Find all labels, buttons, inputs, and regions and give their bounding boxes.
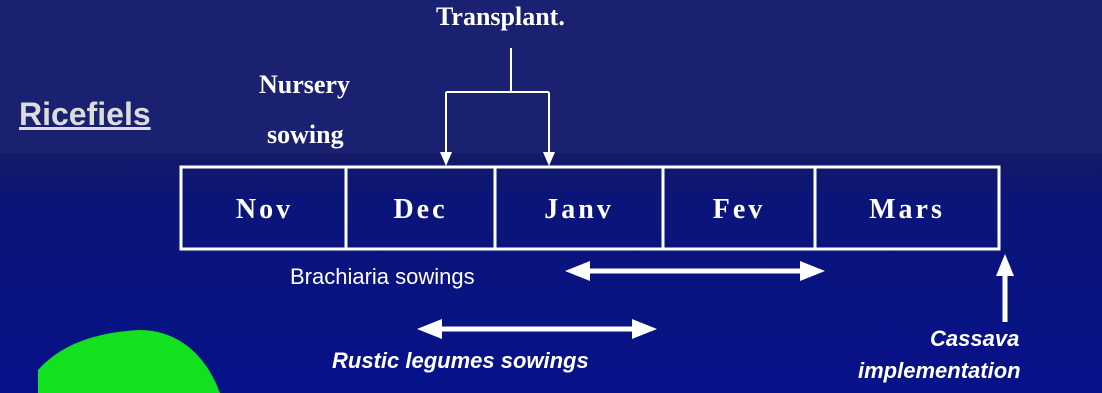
nursery-label-line1: Nursery	[259, 70, 350, 100]
legumes-label: Rustic legumes sowings	[332, 348, 589, 374]
month-cell-nov: Nov	[183, 190, 346, 230]
month-cell-dec: Dec	[346, 190, 495, 230]
cassava-label-line2: implementation	[858, 358, 1021, 384]
month-cell-mars: Mars	[815, 190, 999, 230]
nursery-label-line2: sowing	[267, 120, 344, 150]
transplant-bracket	[446, 48, 549, 154]
diagram-title: Ricefiels	[19, 96, 151, 133]
brachiaria-label: Brachiaria sowings	[290, 264, 475, 290]
brachiaria-double-arrow	[565, 261, 825, 281]
legumes-double-arrow	[417, 319, 657, 339]
green-leaf-shape	[38, 330, 220, 393]
cassava-up-arrow	[996, 254, 1014, 322]
month-cell-janv: Janv	[495, 190, 663, 230]
janv-arrowhead	[543, 152, 555, 166]
dec-arrowhead	[440, 152, 452, 166]
month-cell-fev: Fev	[663, 190, 815, 230]
cassava-label-line1: Cassava	[930, 326, 1019, 352]
transplant-label: Transplant.	[436, 2, 565, 32]
